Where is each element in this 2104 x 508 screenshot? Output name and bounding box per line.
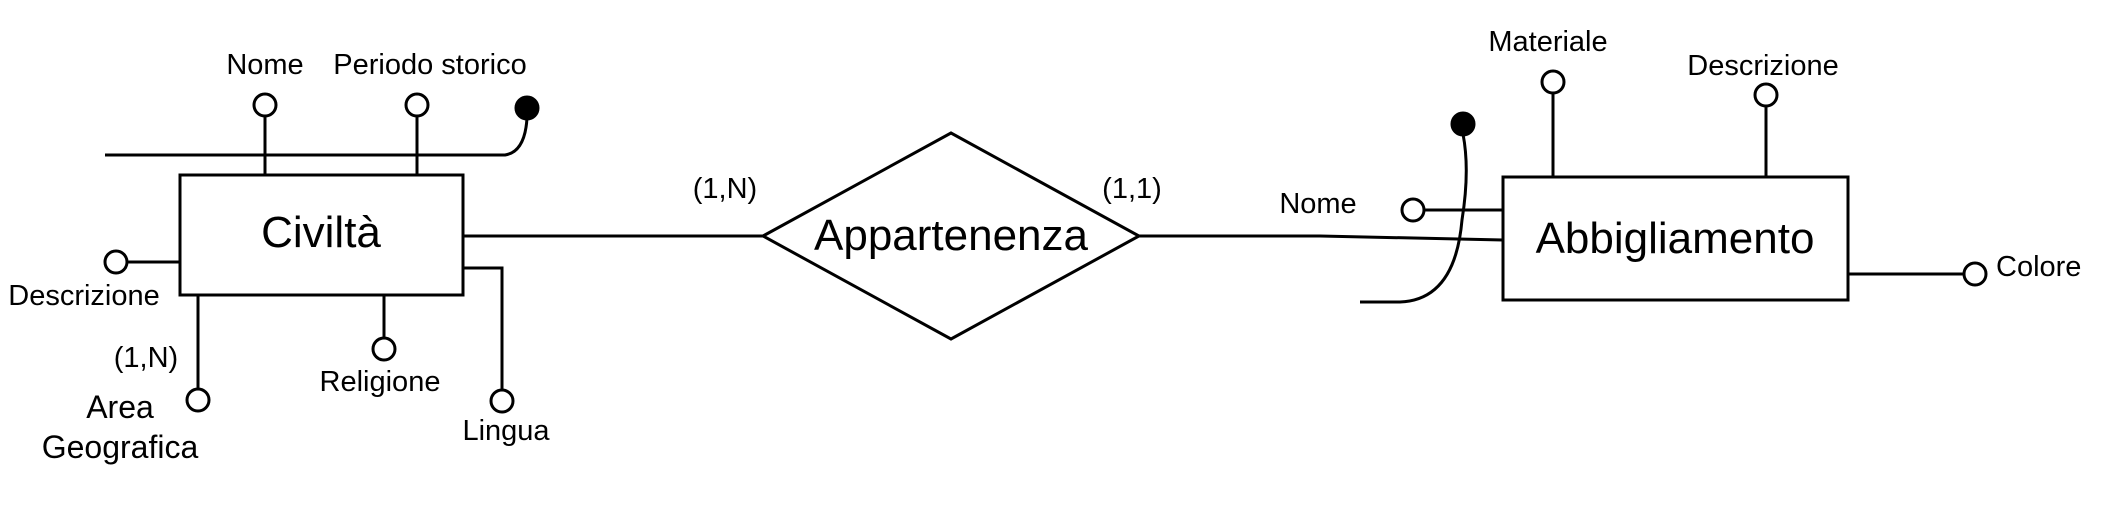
civilta-entity-box[interactable] — [178, 173, 465, 297]
abbigliamento-materiale-label: Materiale — [1488, 26, 1607, 58]
civilta-entity-label: Civiltà — [261, 208, 381, 257]
abbigliamento-entity-label: Abbigliamento — [1536, 214, 1815, 263]
civilta-religione-attribute-marker — [371, 336, 397, 362]
civilta-lingua-label: Lingua — [462, 415, 550, 447]
civilta-descrizione-label: Descrizione — [8, 280, 160, 312]
abbigliamento-nome-label: Nome — [1279, 188, 1356, 220]
civilta-identifier-key-marker — [514, 95, 540, 121]
relationship-right-cardinality: (1,1) — [1102, 173, 1162, 205]
relationship-right-connector — [1139, 234, 1504, 242]
abbigliamento-entity-box[interactable] — [1501, 175, 1850, 302]
abbigliamento-identifier-line — [1360, 133, 1468, 304]
abbigliamento-colore-label: Colore — [1996, 251, 2081, 283]
relationship-left-cardinality: (1,N) — [693, 173, 757, 205]
civilta-nome-attribute-marker — [252, 92, 278, 118]
civilta-lingua-attribute-marker — [489, 388, 515, 414]
abbigliamento-nome-attribute-marker — [1400, 197, 1426, 223]
civilta-area-cardinality: (1,N) — [114, 342, 178, 374]
abbigliamento-identifier-key-marker — [1450, 111, 1476, 137]
civilta-descrizione-attribute-marker — [103, 249, 129, 275]
civilta-area-label-line2: Geografica — [42, 429, 199, 465]
civilta-periodo-label: Periodo storico — [333, 49, 526, 81]
civilta-identifier-line — [105, 117, 529, 157]
civilta-lingua-connector — [463, 266, 504, 389]
appartenenza-relationship-label: Appartenenza — [814, 211, 1089, 260]
abbigliamento-descrizione-label: Descrizione — [1687, 50, 1839, 82]
abbigliamento-colore-attribute-marker — [1962, 261, 1988, 287]
civilta-periodo-attribute-marker — [404, 92, 430, 118]
civilta-area-attribute-marker — [185, 387, 211, 413]
abbigliamento-materiale-attribute-marker — [1540, 69, 1566, 95]
civilta-area-label-line1: Area — [86, 389, 154, 425]
civilta-religione-label: Religione — [320, 366, 441, 398]
abbigliamento-descrizione-attribute-marker — [1753, 82, 1779, 108]
civilta-nome-label: Nome — [226, 49, 303, 81]
